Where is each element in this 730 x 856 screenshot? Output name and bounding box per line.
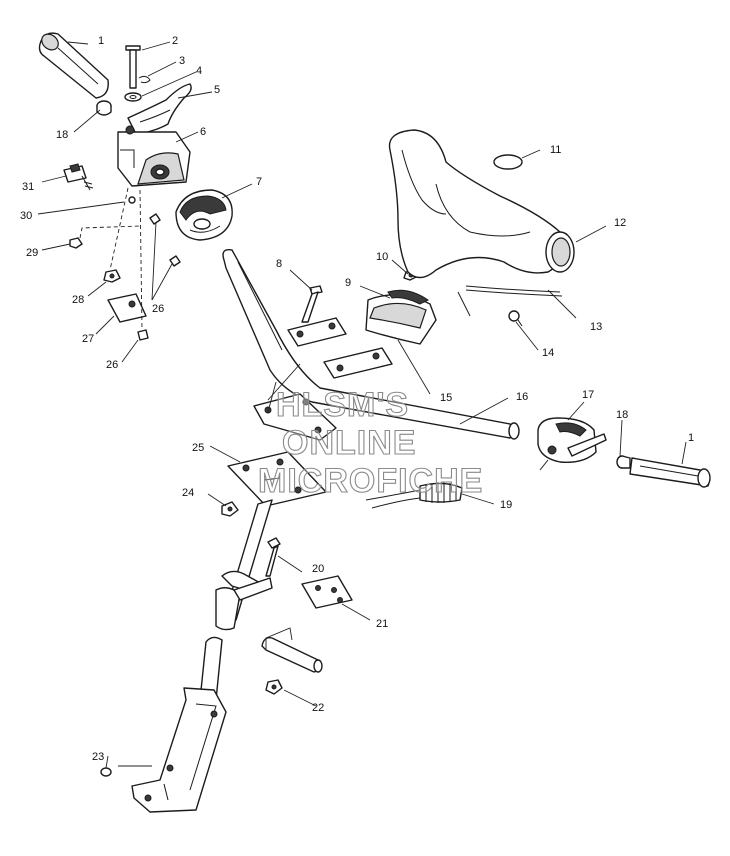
label-11: 11 <box>550 144 561 156</box>
label-18-left: 18 <box>56 129 68 141</box>
part-9-handlebar-pad <box>365 289 437 345</box>
label-20: 20 <box>312 563 324 575</box>
part-1-right-grip <box>629 457 711 488</box>
label-14: 14 <box>542 347 554 359</box>
part-4-washer <box>124 92 142 102</box>
label-19: 19 <box>500 499 512 511</box>
label-1-right: 1 <box>688 432 694 444</box>
part-1-left-grip <box>38 32 109 99</box>
label-15: 15 <box>440 392 452 404</box>
part-27-bracket <box>107 293 147 323</box>
part-26-screw-lower <box>137 329 149 341</box>
label-10: 10 <box>376 251 388 263</box>
part-11-seat-plug <box>493 154 523 170</box>
label-25: 25 <box>192 442 204 454</box>
part-7-throttle-cover <box>175 189 233 241</box>
label-22: 22 <box>312 702 324 714</box>
label-4: 4 <box>196 65 202 77</box>
label-13: 13 <box>590 321 602 333</box>
part-13-seat-strap <box>457 285 563 317</box>
label-17: 17 <box>582 389 594 401</box>
handlebar-clamp-lower <box>253 393 337 441</box>
label-1-left: 1 <box>98 35 104 47</box>
watermark-line-2: ONLINE <box>282 424 416 462</box>
assembly-line-c <box>79 225 141 239</box>
lower-steering-post <box>131 636 227 813</box>
label-28: 28 <box>72 294 84 306</box>
label-29: 29 <box>26 247 38 259</box>
part-12-seat <box>388 129 575 279</box>
steering-column <box>215 499 273 631</box>
label-3: 3 <box>179 55 185 67</box>
part-23-nut <box>100 767 112 777</box>
clamp-leader-a <box>267 381 277 413</box>
assembly-line-b <box>139 189 143 331</box>
label-21: 21 <box>376 618 388 630</box>
label-9: 9 <box>345 277 351 289</box>
label-31: 31 <box>22 181 34 193</box>
part-26-screw-upper <box>149 213 181 267</box>
label-6: 6 <box>200 126 206 138</box>
part-15-handlebar <box>222 249 520 440</box>
part-29-nut <box>69 237 83 249</box>
label-26-lower: 26 <box>106 359 118 371</box>
label-27: 27 <box>82 333 94 345</box>
label-12: 12 <box>614 217 626 229</box>
label-18-right: 18 <box>616 409 628 421</box>
part-14-clip <box>508 310 523 327</box>
watermark: HLSM'S ONLINE MICROFICHE <box>257 385 483 500</box>
label-8: 8 <box>276 258 282 270</box>
leader-lines <box>37 41 687 769</box>
assembly-line-a <box>109 187 129 271</box>
part-6-lever-housing <box>117 125 191 187</box>
part-5-brake-lever <box>127 83 192 135</box>
part-30-pin <box>128 196 136 204</box>
part-24-nut <box>221 501 239 517</box>
handlebar-clamp-middle <box>323 347 393 379</box>
label-5: 5 <box>214 84 220 96</box>
label-7: 7 <box>256 176 262 188</box>
part-25-steering-plate <box>227 451 327 507</box>
part-20-bolt <box>265 537 281 577</box>
part-22-sleeve <box>261 627 323 673</box>
label-30: 30 <box>20 210 32 222</box>
part-19-cable <box>365 482 463 509</box>
clamp-leader-b <box>267 363 301 401</box>
label-26-upper: 26 <box>152 303 164 315</box>
part-8-bolt <box>301 285 323 323</box>
part-3-clip <box>138 75 151 84</box>
part-28-nut <box>103 269 121 283</box>
label-23: 23 <box>92 751 104 763</box>
part-22-nut <box>265 679 283 695</box>
part-17-throttle-housing <box>537 417 607 471</box>
part-18-left-end-cap <box>96 100 112 116</box>
part-31-switch <box>63 163 94 191</box>
label-16: 16 <box>516 391 528 403</box>
callout-labels: 1 2 3 4 5 6 7 8 9 10 11 12 13 14 15 16 1… <box>20 35 694 763</box>
handlebar-clamp-upper <box>287 317 347 347</box>
part-21-bracket <box>301 575 353 609</box>
part-18-right-end-cap <box>616 455 631 469</box>
label-2: 2 <box>172 35 178 47</box>
label-24: 24 <box>182 487 194 499</box>
part-2-bolt <box>125 45 141 89</box>
watermark-line-3: MICROFICHE <box>258 462 483 500</box>
watermark-line-1: HLSM'S <box>276 386 409 424</box>
